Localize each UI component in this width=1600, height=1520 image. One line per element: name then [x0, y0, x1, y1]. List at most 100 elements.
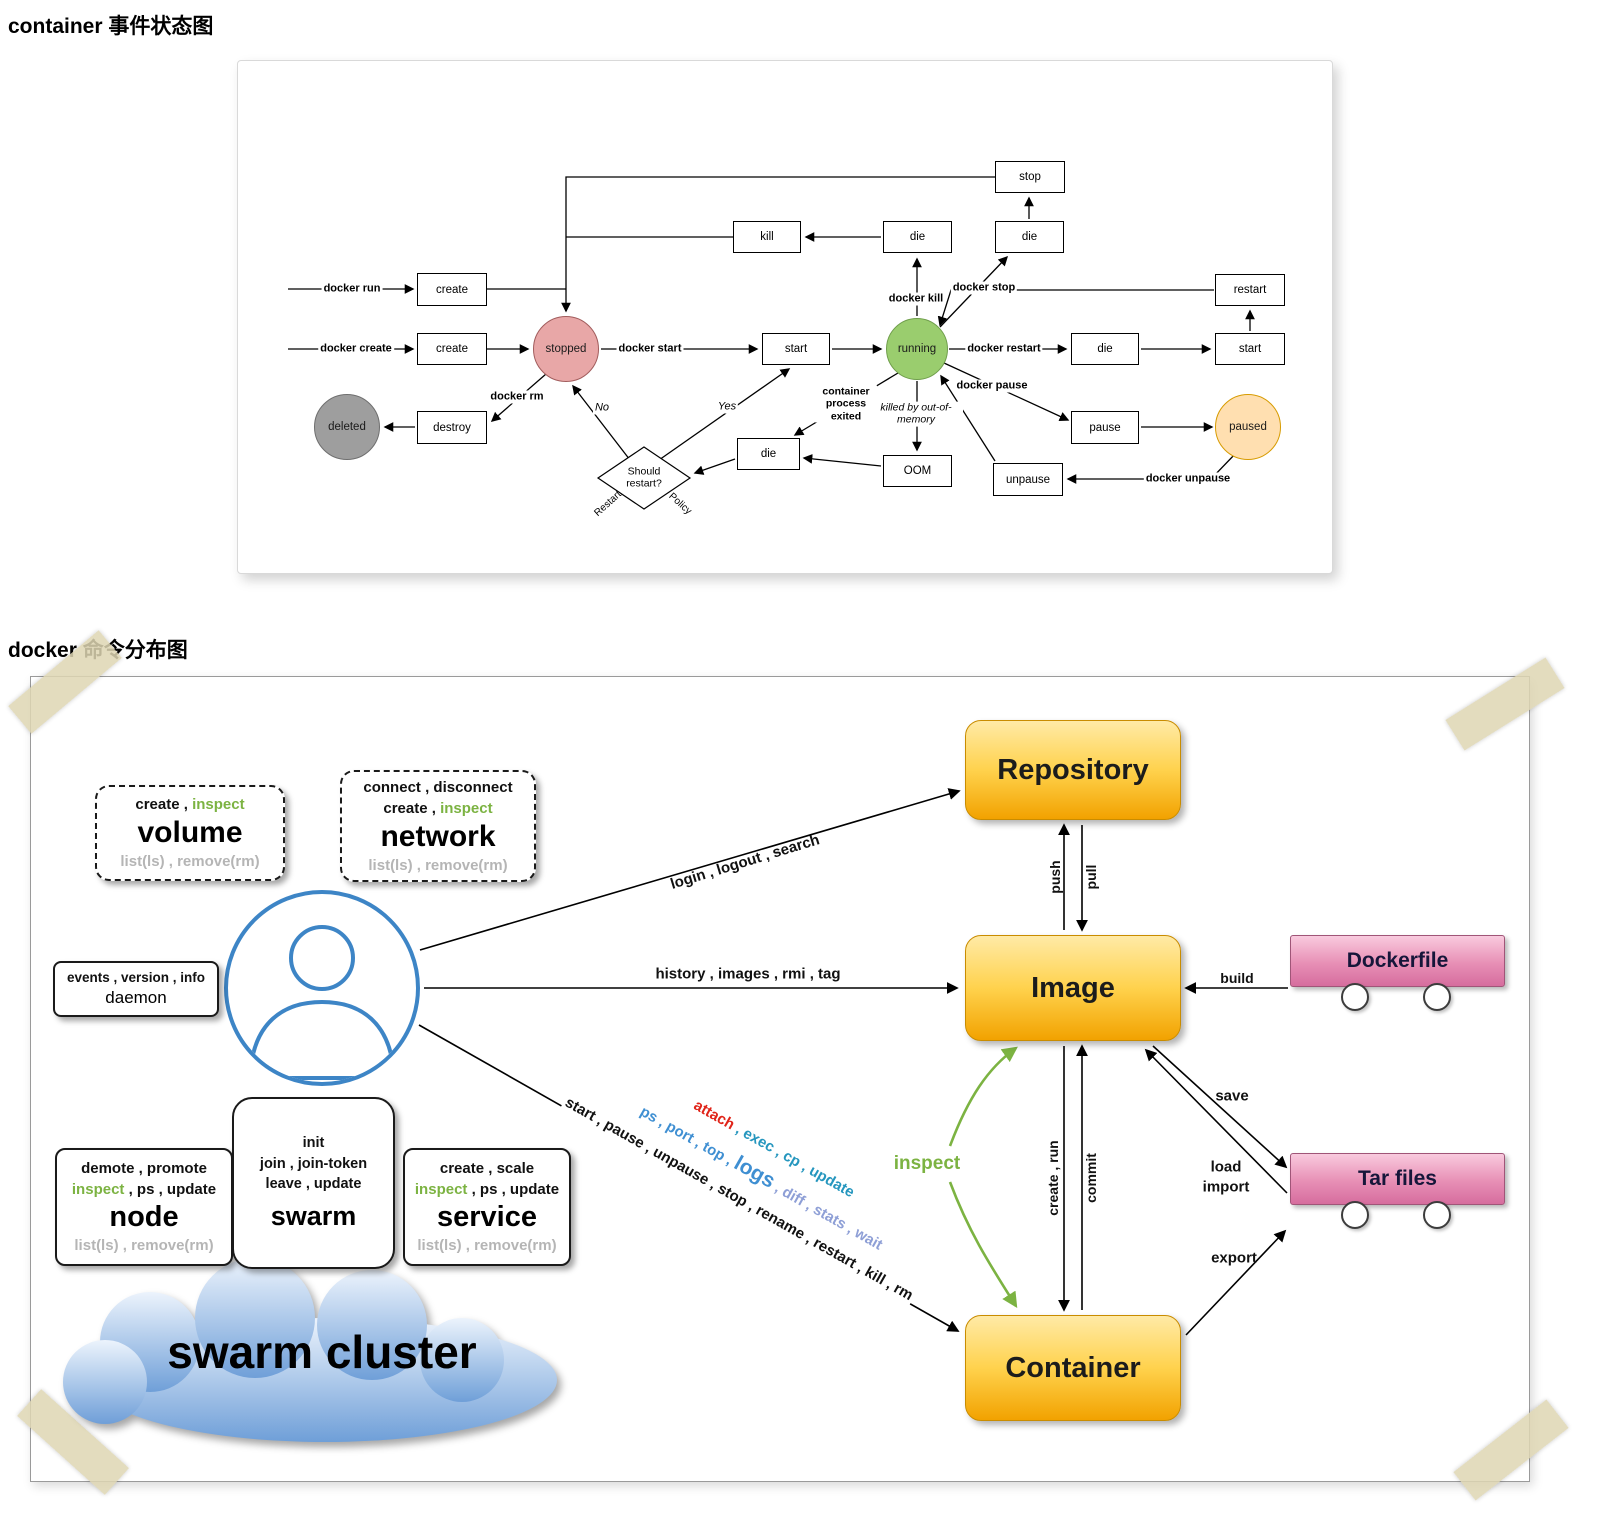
node-ops-black: , ps , update — [124, 1181, 217, 1199]
daemon-name: daemon — [105, 988, 167, 1008]
network-admin: list(ls) , remove(rm) — [368, 856, 508, 874]
edge-label-load: load — [1210, 1158, 1242, 1176]
state-running-label: running — [897, 343, 937, 355]
swarm-cluster-label: swarm cluster — [167, 1326, 477, 1378]
network-group: connect , disconnect create , inspect ne… — [340, 770, 536, 882]
daemon-group: events , version , info daemon — [53, 961, 219, 1017]
tar-files-node-label: Tar files — [1358, 1167, 1437, 1190]
service-row1: create , scale — [439, 1160, 535, 1178]
edge-label-export: export — [1211, 1249, 1257, 1267]
label-killed-oom: killed by out-of-memory — [869, 401, 963, 427]
state-box-die-restart: die — [1071, 333, 1139, 365]
state-box-destroy: destroy — [417, 411, 487, 444]
container-node-label: Container — [1005, 1351, 1141, 1384]
state-box-kill: kill — [733, 221, 801, 253]
dockerfile-node: Dockerfile — [1290, 935, 1505, 987]
state-box-restart: restart — [1215, 274, 1285, 306]
state-box-pause: pause — [1071, 411, 1139, 444]
swarm-group: init join , join-token leave , update sw… — [232, 1097, 395, 1269]
state-box-destroy-label: destroy — [433, 421, 471, 434]
service-name: service — [437, 1201, 537, 1234]
dockerfile-wheel-left — [1341, 983, 1369, 1011]
service-ops: inspect , ps , update — [415, 1179, 559, 1200]
service-group: create , scale inspect , ps , update ser… — [403, 1148, 571, 1266]
label-docker-create: docker create — [318, 342, 394, 356]
node-row1: demote , promote — [81, 1160, 207, 1178]
user-icon-body — [247, 999, 397, 1080]
node-ops: inspect , ps , update — [72, 1179, 216, 1200]
edge-label-inspect: inspect — [893, 1153, 961, 1174]
state-box-die-stop-label: die — [1021, 231, 1038, 243]
tar-files-wheel-left — [1341, 1201, 1369, 1229]
image-node-label: Image — [1031, 971, 1115, 1004]
label-process-exited: container process exited — [815, 385, 877, 423]
volume-ops-green: inspect — [192, 796, 245, 813]
edge-label-import: import — [1202, 1178, 1250, 1195]
node-ops-green: inspect — [71, 1181, 125, 1199]
state-box-stop: stop — [995, 161, 1065, 193]
node-name: node — [109, 1201, 179, 1234]
state-box-create-run: create — [417, 273, 487, 306]
state-box-die-kill-label: die — [909, 231, 926, 243]
network-ops-black: create , — [383, 799, 441, 817]
state-box-start-restart-label: start — [1238, 343, 1262, 355]
label-docker-stop: docker stop — [950, 281, 1018, 295]
volume-admin: list(ls) , remove(rm) — [120, 853, 260, 870]
state-box-stop-label: stop — [1019, 171, 1041, 183]
label-docker-run: docker run — [321, 282, 383, 296]
edge-label-commit: commit — [1083, 1151, 1099, 1205]
state-box-start-label: start — [784, 343, 808, 355]
swarm-name: swarm — [270, 1201, 357, 1232]
user-icon-head — [289, 925, 355, 991]
edge-label-pull: pull — [1083, 864, 1099, 890]
state-box-die-bottom-label: die — [760, 448, 777, 460]
state-deleted-label: deleted — [328, 421, 366, 433]
state-box-die-bottom: die — [737, 438, 800, 470]
state-stopped: stopped — [533, 316, 599, 382]
state-box-create-label: create — [436, 343, 468, 355]
state-box-die-stop: die — [995, 221, 1064, 253]
volume-ops: create , inspect — [135, 794, 244, 815]
tar-files-node: Tar files — [1290, 1153, 1505, 1205]
service-ops-black: , ps , update — [467, 1181, 560, 1199]
node-admin: list(ls) , remove(rm) — [74, 1236, 214, 1254]
container-node: Container — [965, 1315, 1181, 1421]
edge-label-image-commands: history , images , rmi , tag — [655, 965, 841, 983]
user-icon — [224, 890, 420, 1086]
volume-group: create , inspect volume list(ls) , remov… — [95, 785, 285, 881]
repository-node: Repository — [965, 720, 1181, 820]
label-docker-rm: docker rm — [488, 390, 546, 404]
state-box-unpause: unpause — [993, 463, 1063, 496]
network-name: network — [380, 819, 496, 853]
service-ops-green: inspect — [414, 1181, 468, 1199]
label-docker-unpause: docker unpause — [1143, 472, 1233, 486]
node-group: demote , promote inspect , ps , update n… — [55, 1148, 233, 1266]
state-box-create-run-label: create — [436, 283, 468, 296]
state-box-start: start — [762, 333, 830, 365]
edge-label-save: save — [1215, 1087, 1249, 1105]
state-paused: paused — [1215, 394, 1281, 460]
label-docker-pause: docker pause — [954, 379, 1030, 393]
decision-label: Should restart? — [626, 465, 662, 490]
network-row1: connect , disconnect — [363, 778, 513, 796]
state-box-create: create — [417, 333, 487, 365]
edge-label-push: push — [1047, 860, 1063, 894]
state-box-die-kill: die — [883, 221, 952, 253]
state-paused-label: paused — [1229, 421, 1267, 433]
state-box-pause-label: pause — [1089, 421, 1121, 434]
state-box-oom: OOM — [883, 455, 952, 487]
label-docker-kill: docker kill — [886, 292, 946, 306]
dockerfile-node-label: Dockerfile — [1346, 949, 1449, 972]
label-docker-start: docker start — [616, 342, 684, 356]
state-box-kill-label: kill — [760, 231, 774, 243]
label-no: No — [592, 401, 612, 415]
state-deleted: deleted — [314, 394, 380, 460]
swarm-row3: leave , update — [265, 1175, 362, 1192]
image-node: Image — [965, 935, 1181, 1041]
edge-label-load-import: load import — [1202, 1157, 1250, 1197]
label-docker-restart: docker restart — [965, 342, 1043, 356]
state-running: running — [886, 318, 948, 380]
daemon-ops: events , version , info — [66, 970, 206, 986]
repository-node-label: Repository — [997, 753, 1149, 786]
